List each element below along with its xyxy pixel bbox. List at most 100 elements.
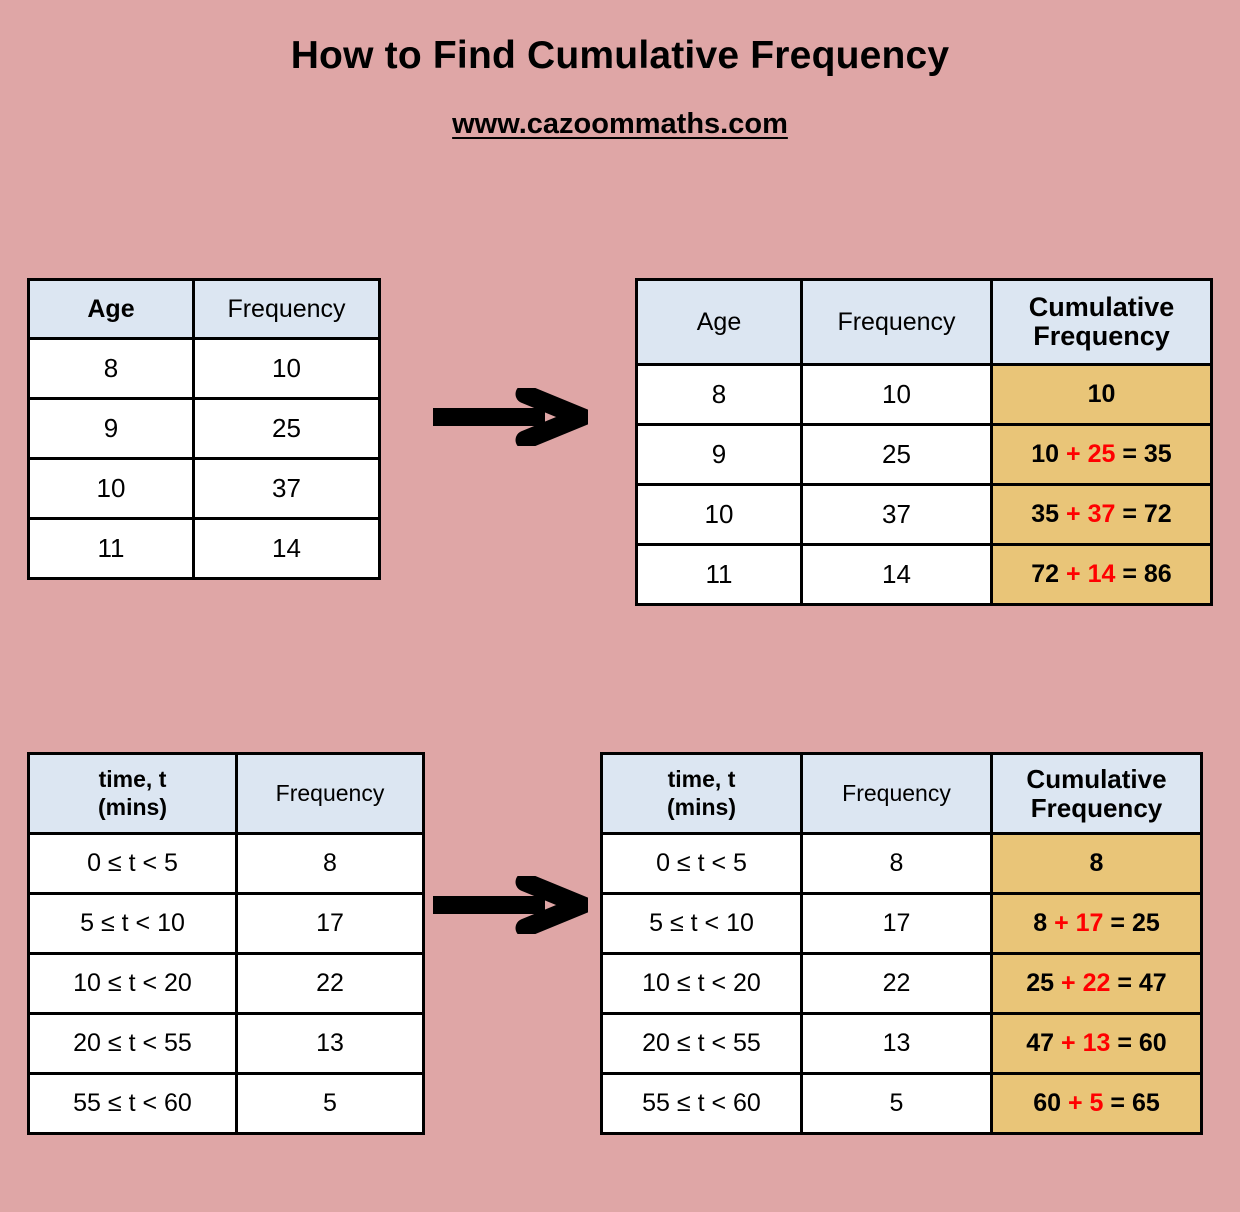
table-row: 11 14 72 + 14 = 86 <box>635 543 1213 606</box>
cell-time-interval: 5 ≤ t < 10 <box>27 892 238 955</box>
cum-result: = 25 <box>1110 909 1160 937</box>
cell-frequency: 25 <box>800 423 993 486</box>
cumulative-header-line1: Cumulative <box>1026 763 1167 794</box>
cell-frequency: 8 <box>235 832 425 895</box>
cell-cumulative-frequency: 10 <box>990 363 1213 426</box>
cell-frequency: 14 <box>800 543 993 606</box>
time-frequency-table: time, t (mins) Frequency 0 ≤ t < 5 8 5 ≤… <box>27 752 425 1135</box>
cell-cumulative-frequency: 47 + 13 = 60 <box>990 1012 1203 1075</box>
table-row: 20 ≤ t < 55 13 <box>27 1012 425 1075</box>
cell-frequency: 37 <box>800 483 993 546</box>
table-row: 10 37 35 + 37 = 72 <box>635 483 1213 546</box>
cumulative-header-line2: Frequency <box>1033 321 1170 351</box>
cum-prefix: 10 <box>1031 440 1060 468</box>
cell-age: 10 <box>635 483 803 546</box>
website-subtitle: www.cazoommaths.com <box>0 108 1240 141</box>
cum-prefix: 10 <box>1087 380 1116 408</box>
column-header-age: Age <box>635 278 803 366</box>
cum-added: + 14 <box>1066 560 1116 588</box>
cell-cumulative-frequency: 8 + 17 = 25 <box>990 892 1203 955</box>
time-header-line2: (mins) <box>667 793 736 820</box>
table-row: 5 ≤ t < 10 17 8 + 17 = 25 <box>600 892 1203 955</box>
cell-time-interval: 10 ≤ t < 20 <box>27 952 238 1015</box>
column-header-frequency: Frequency <box>192 278 381 340</box>
cell-frequency: 5 <box>800 1072 993 1135</box>
cum-result: = 47 <box>1117 969 1167 997</box>
right-arrow-icon <box>433 388 588 446</box>
column-header-cumulative-frequency: Cumulative Frequency <box>990 752 1203 835</box>
table-row: 8 10 <box>27 337 381 400</box>
table-row: 55 ≤ t < 60 5 60 + 5 = 65 <box>600 1072 1203 1135</box>
cell-age: 9 <box>27 397 195 460</box>
time-cumulative-frequency-table: time, t (mins) Frequency Cumulative Freq… <box>600 752 1203 1135</box>
column-header-cumulative-frequency: Cumulative Frequency <box>990 278 1213 366</box>
cell-age: 9 <box>635 423 803 486</box>
cum-result: = 86 <box>1122 560 1172 588</box>
cell-time-interval: 20 ≤ t < 55 <box>600 1012 803 1075</box>
time-header-line2: (mins) <box>98 793 167 820</box>
cum-added: + 5 <box>1068 1089 1104 1117</box>
cell-frequency: 37 <box>192 457 381 520</box>
right-arrow-icon <box>433 876 588 934</box>
column-header-frequency: Frequency <box>800 752 993 835</box>
cum-result: = 60 <box>1117 1029 1167 1057</box>
cell-age: 11 <box>27 517 195 580</box>
column-header-frequency: Frequency <box>800 278 993 366</box>
cell-frequency: 13 <box>235 1012 425 1075</box>
cell-cumulative-frequency: 35 + 37 = 72 <box>990 483 1213 546</box>
cum-added: + 25 <box>1066 440 1116 468</box>
cell-time-interval: 55 ≤ t < 60 <box>27 1072 238 1135</box>
cell-frequency: 17 <box>235 892 425 955</box>
table-header-row: time, t (mins) Frequency <box>27 752 425 835</box>
cum-prefix: 25 <box>1026 969 1055 997</box>
cell-cumulative-frequency: 25 + 22 = 47 <box>990 952 1203 1015</box>
age-cumulative-frequency-table: Age Frequency Cumulative Frequency 8 10 … <box>635 278 1213 606</box>
cell-frequency: 10 <box>800 363 993 426</box>
cell-time-interval: 0 ≤ t < 5 <box>27 832 238 895</box>
table-row: 10 37 <box>27 457 381 520</box>
table-row: 5 ≤ t < 10 17 <box>27 892 425 955</box>
age-frequency-table: Age Frequency 8 10 9 25 10 37 11 14 <box>27 278 381 580</box>
cum-prefix: 60 <box>1033 1089 1062 1117</box>
cell-frequency: 22 <box>800 952 993 1015</box>
cell-frequency: 5 <box>235 1072 425 1135</box>
table-header-row: Age Frequency Cumulative Frequency <box>635 278 1213 366</box>
cell-frequency: 10 <box>192 337 381 400</box>
cell-frequency: 22 <box>235 952 425 1015</box>
cell-time-interval: 20 ≤ t < 55 <box>27 1012 238 1075</box>
column-header-frequency: Frequency <box>235 752 425 835</box>
time-header-line1: time, t <box>667 766 736 793</box>
cell-frequency: 25 <box>192 397 381 460</box>
cum-prefix: 8 <box>1033 909 1048 937</box>
table-header-row: time, t (mins) Frequency Cumulative Freq… <box>600 752 1203 835</box>
table-row: 10 ≤ t < 20 22 25 + 22 = 47 <box>600 952 1203 1015</box>
cell-frequency: 14 <box>192 517 381 580</box>
cum-added: + 13 <box>1061 1029 1111 1057</box>
table-row: 9 25 <box>27 397 381 460</box>
table-row: 11 14 <box>27 517 381 580</box>
cell-frequency: 13 <box>800 1012 993 1075</box>
cum-prefix: 8 <box>1089 849 1104 877</box>
cum-result: = 72 <box>1122 500 1172 528</box>
table-row: 9 25 10 + 25 = 35 <box>635 423 1213 486</box>
cell-cumulative-frequency: 72 + 14 = 86 <box>990 543 1213 606</box>
cell-time-interval: 5 ≤ t < 10 <box>600 892 803 955</box>
cumulative-header-line1: Cumulative <box>1028 292 1175 323</box>
cell-cumulative-frequency: 10 + 25 = 35 <box>990 423 1213 486</box>
table-row: 10 ≤ t < 20 22 <box>27 952 425 1015</box>
cell-time-interval: 55 ≤ t < 60 <box>600 1072 803 1135</box>
table-header-row: Age Frequency <box>27 278 381 340</box>
table-row: 20 ≤ t < 55 13 47 + 13 = 60 <box>600 1012 1203 1075</box>
time-header-line1: time, t <box>98 766 167 793</box>
table-row: 0 ≤ t < 5 8 <box>27 832 425 895</box>
cell-frequency: 8 <box>800 832 993 895</box>
cum-prefix: 72 <box>1031 560 1060 588</box>
column-header-time: time, t (mins) <box>27 752 238 835</box>
cum-added: + 22 <box>1061 969 1111 997</box>
table-row: 0 ≤ t < 5 8 8 <box>600 832 1203 895</box>
cell-cumulative-frequency: 60 + 5 = 65 <box>990 1072 1203 1135</box>
cell-age: 8 <box>27 337 195 400</box>
cum-result: = 65 <box>1110 1089 1160 1117</box>
cell-age: 10 <box>27 457 195 520</box>
cum-prefix: 47 <box>1026 1029 1055 1057</box>
